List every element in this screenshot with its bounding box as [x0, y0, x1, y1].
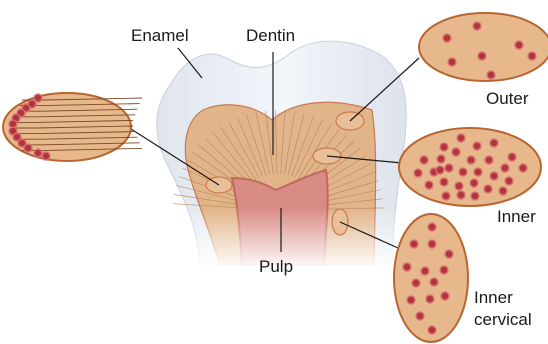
tubule-dot — [509, 154, 515, 160]
tubule-dot — [441, 144, 447, 150]
tubule-dot — [421, 157, 427, 163]
tubule-dot — [479, 53, 485, 59]
tubule-dot — [468, 157, 474, 163]
tubule-dot — [444, 35, 450, 41]
tubule-dot — [471, 180, 477, 186]
tubule-dot — [415, 170, 421, 176]
tubule-dot — [488, 72, 494, 78]
tubule-dot — [472, 193, 478, 199]
tubule-dot — [429, 224, 435, 230]
label-inner-cervical-line1: Inner — [474, 288, 513, 307]
callout-outer-oval — [419, 13, 548, 81]
tubule-dot — [485, 186, 491, 192]
tubule-dot — [426, 182, 432, 188]
tubule-dot — [442, 293, 448, 299]
callout-inner-cervical — [394, 214, 468, 342]
tubule-dot — [14, 134, 20, 140]
tubule-dot — [506, 178, 512, 184]
label-dentin: Dentin — [246, 26, 295, 45]
tubule-dot — [35, 150, 41, 156]
tubule-dot — [458, 135, 464, 141]
tubule-dot — [441, 179, 447, 185]
tubule-dot — [43, 153, 49, 159]
label-inner: Inner — [497, 207, 536, 226]
tubule-dot — [408, 297, 414, 303]
tubule-dot — [10, 121, 16, 127]
tubule-dot — [449, 59, 455, 65]
tubule-dot — [491, 140, 497, 146]
tubule-dot — [35, 95, 41, 101]
tubule-dot — [475, 169, 481, 175]
tubule-dot — [446, 251, 452, 257]
tubule-dot — [456, 183, 462, 189]
tubule-dot — [431, 279, 437, 285]
tubule-dot — [529, 53, 535, 59]
tubule-dot — [516, 42, 522, 48]
tubule-dot — [437, 167, 443, 173]
tubule-dot — [474, 23, 480, 29]
tubule-dot — [441, 267, 447, 273]
label-enamel: Enamel — [131, 26, 189, 45]
tubule-dot — [404, 264, 410, 270]
tubule-dot — [429, 327, 435, 333]
callout-outer — [419, 13, 548, 81]
tubule-dot — [411, 241, 417, 247]
label-pulp: Pulp — [259, 257, 293, 276]
callout-inner — [399, 128, 541, 206]
tubule-dot — [443, 193, 449, 199]
tubule-dot — [474, 143, 480, 149]
tubule-dot — [460, 169, 466, 175]
tubule-dot — [413, 280, 419, 286]
tubule-dot — [438, 156, 444, 162]
tubule-dot — [427, 296, 433, 302]
tubule-dot — [491, 173, 497, 179]
tubule-dot — [453, 149, 459, 155]
label-outer: Outer — [486, 89, 529, 108]
tubule-dot — [25, 145, 31, 151]
label-inner-cervical-line2: cervical — [474, 310, 532, 329]
tubule-dot — [446, 165, 452, 171]
callout-inner-cervical-oval — [394, 214, 468, 342]
tubule-dot — [486, 157, 492, 163]
tubule-dot — [429, 241, 435, 247]
tubule-dot — [500, 188, 506, 194]
tubule-dot — [19, 140, 25, 146]
tubule-dot — [520, 165, 526, 171]
tubule-dot — [502, 165, 508, 171]
callout-longitudinal — [3, 93, 142, 161]
tubule-dot — [458, 192, 464, 198]
tubule-dot — [422, 268, 428, 274]
tubule-dot — [417, 313, 423, 319]
